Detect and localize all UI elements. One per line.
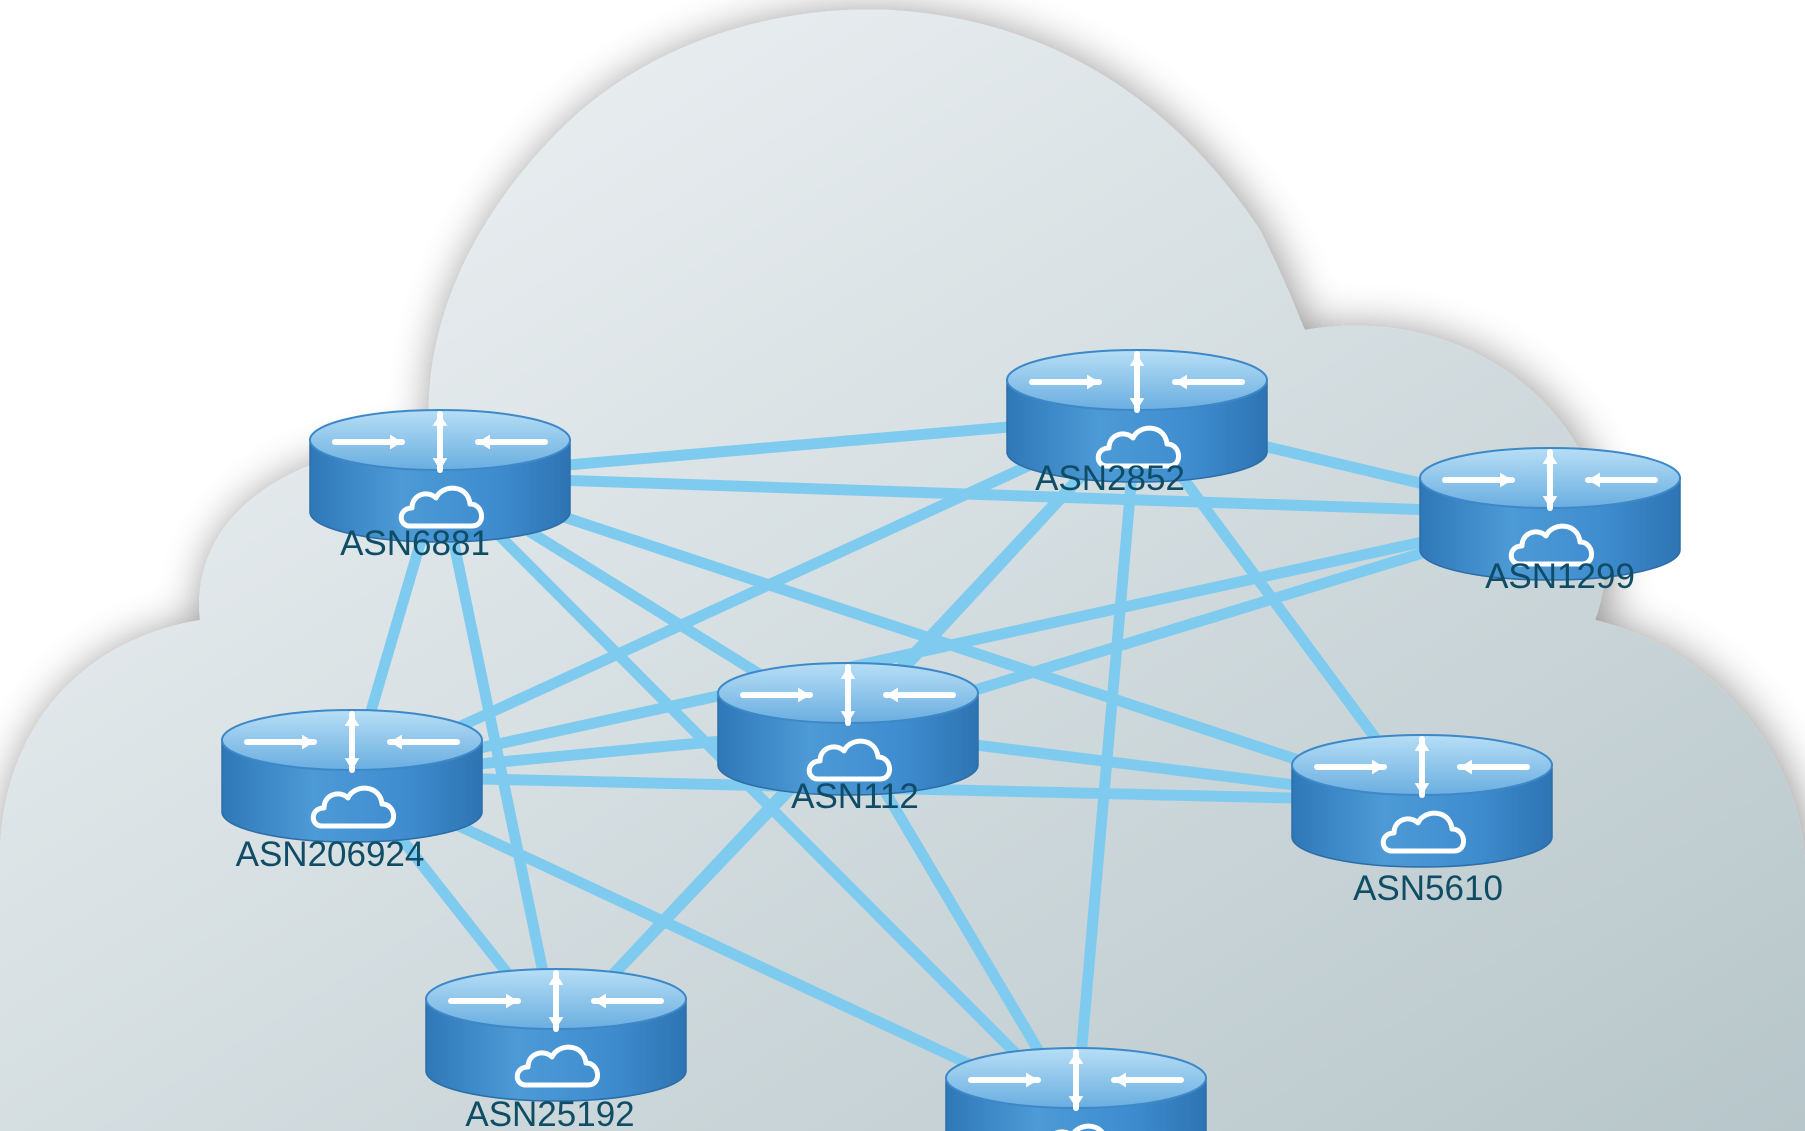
router-n112: ASN112 [717,662,979,816]
router-n206924: ASN206924 [221,709,483,874]
router-arrows-icon [244,711,460,773]
router-arrows-icon [448,970,664,1032]
cloud-icon [310,785,396,829]
router-n25192: ASN25192 [425,968,687,1131]
router-arrows-icon [1442,449,1658,511]
link-n206924-nbottom [346,770,1082,1120]
router-arrows-icon [1029,351,1245,413]
link-n6881-n1299 [434,470,1556,520]
router-n1299: ASN1299 [1419,447,1681,596]
link-n6881-nbottom [434,470,1082,1120]
router-label: ASN2852 [1035,459,1185,498]
router-label: ASN206924 [236,835,425,874]
router-label: ASN6881 [340,524,490,563]
router-n5610: ASN5610 [1291,734,1553,908]
cloud-icon [1508,523,1594,567]
router-arrows-icon [332,411,548,473]
router-arrows-icon [740,664,956,726]
cloud-icon [514,1044,600,1088]
router-arrows-icon [1314,736,1530,798]
cloud-icon [1095,425,1181,469]
link-n2852-n206924 [346,410,1143,782]
router-label: ASN1299 [1485,557,1635,596]
cloud-icon [398,485,484,529]
link-n6881-n25192 [434,470,562,1041]
router-n6881: ASN6881 [309,409,571,563]
router-label: ASN112 [791,777,919,816]
router-n2852: ASN2852 [1006,349,1268,498]
router-arrows-icon [968,1049,1184,1111]
cloud-icon [1380,810,1466,854]
router-label: ASN5610 [1353,869,1503,908]
cloud-icon [806,738,892,782]
link-n1299-n206924 [346,508,1556,782]
router-nbottom [945,1047,1207,1131]
router-label: ASN25192 [465,1095,634,1131]
